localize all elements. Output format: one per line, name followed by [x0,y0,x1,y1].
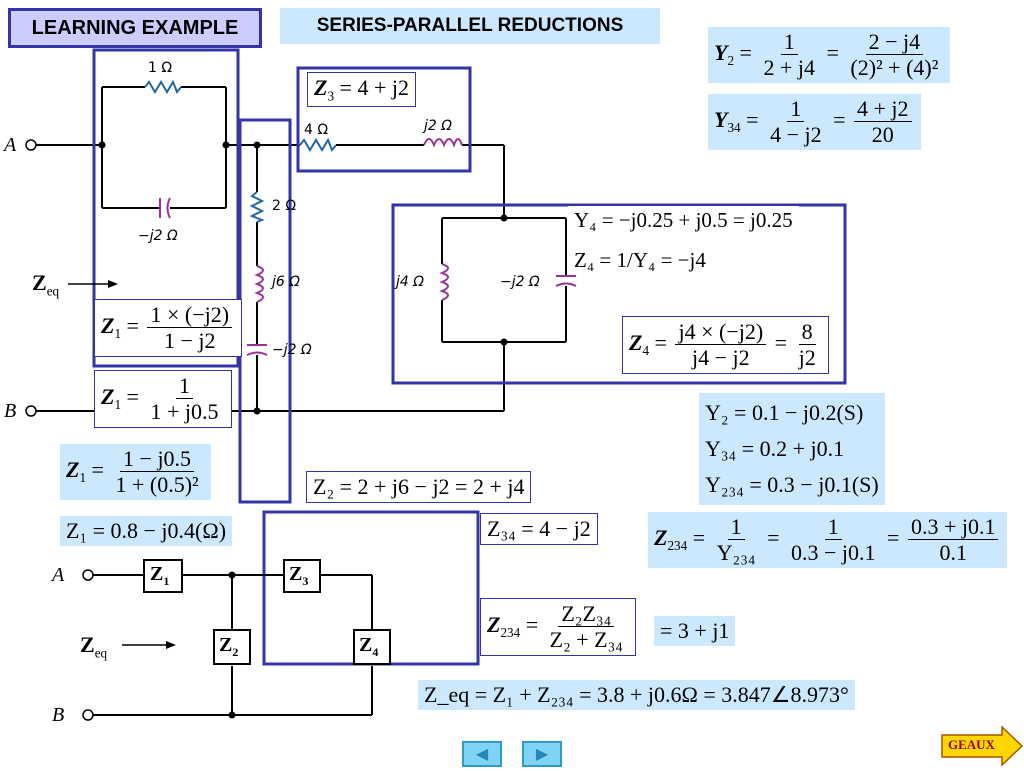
block-z1: Z1 [150,563,170,588]
label-j4-ohm: j4 Ω [396,274,424,290]
eq-admittances: Y₂ = 0.1 − j0.2(S) Y₃₄ = 0.2 + j0.1 Y₂₃₄… [699,393,885,505]
node-b-top: B [4,400,17,422]
eq-z34: Z₃₄ = 4 − j2 [480,513,598,545]
eq-z1d: Z₁ = 0.8 − j0.4(Ω) [60,516,233,546]
zeq-label-top: Zeq [32,270,60,299]
next-slide-button[interactable]: ▶ [522,741,562,767]
eq-zeq: Z_eq = Z₁ + Z₂₃₄ = 3.8 + j0.6Ω = 3.847∠8… [418,680,855,710]
label-4-ohm: 4 Ω [304,122,329,138]
label-1-ohm: 1 Ω [148,60,173,76]
eq-z234c: = 3 + j1 [654,616,736,646]
page-subtitle: SERIES-PARALLEL REDUCTIONS [280,8,660,44]
node-a-bottom: A [52,564,65,586]
prev-slide-button[interactable]: ◀ [462,741,502,767]
page-title: LEARNING EXAMPLE [8,8,262,48]
node-b-bottom: B [52,704,65,726]
label-j6-ohm: j6 Ω [272,274,300,290]
geaux-label: GEAUX [948,737,995,752]
eq-z2: Z₂ = 2 + j6 − j2 = 2 + j4 [306,471,532,503]
eq-y34-value: Y₃₄ = 0.2 + j0.1 [705,436,845,461]
node-a-top: A [4,134,17,156]
eq-z1a: Z1 = 1 × (−j2)1 − j2 [94,299,243,357]
arrow-right-icon: ▶ [535,746,549,763]
label-neg-j2-ohm-c4: −j2 Ω [500,274,540,290]
block-z3: Z3 [289,563,309,588]
label-neg-j2-ohm-c2: −j2 Ω [272,342,312,358]
geaux-button[interactable]: GEAUX [940,725,1024,767]
label-j2-ohm: j2 Ω [424,118,452,134]
geaux-arrow-icon [941,725,1024,767]
zeq-label-bottom: Zeq [80,632,108,661]
label-neg-j2-ohm-c1: −j2 Ω [138,228,178,244]
eq-z3: Z3 = 4 + j2 [307,72,416,108]
eq-y234-value: Y₂₃₄ = 0.3 − j0.1(S) [705,472,879,497]
eq-y2-value: Y₂ = 0.1 − j0.2(S) [705,400,864,425]
eq-y4: Y₄ = −j0.25 + j0.5 = j0.25 [568,206,799,235]
label-2-ohm: 2 Ω [272,198,297,214]
arrow-left-icon: ◀ [475,746,489,763]
eq-z4a: Z₄ = 1/Y₄ = −j4 [568,246,712,275]
block-z4: Z4 [359,634,379,659]
block-z2: Z2 [219,634,239,659]
